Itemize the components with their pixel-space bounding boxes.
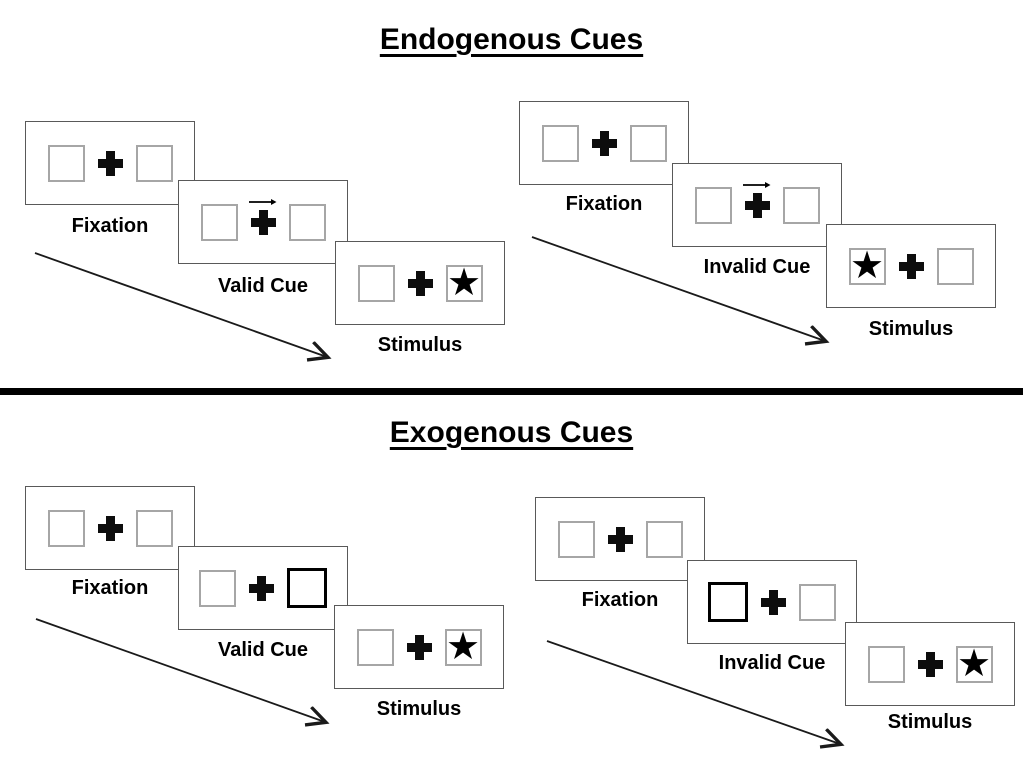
fixation-cross-wrap xyxy=(743,181,771,218)
left-placeholder-box xyxy=(47,509,85,547)
right-placeholder-box xyxy=(135,144,173,182)
cue-screen-panel xyxy=(672,163,842,247)
fixation-cross-icon xyxy=(406,634,432,660)
panel-label: Fixation xyxy=(71,215,149,237)
star-stimulus-icon: ★ xyxy=(446,260,482,304)
cue-screen-panel xyxy=(178,180,348,264)
right-placeholder-box xyxy=(135,509,173,547)
panel-label: Stimulus xyxy=(376,698,462,720)
cue-screen-panel xyxy=(687,560,857,644)
fixation-cross-icon xyxy=(250,209,276,235)
fixation-cross-wrap xyxy=(249,575,274,601)
right-placeholder-box: ★ xyxy=(444,624,482,668)
timeline-arrow xyxy=(531,236,825,341)
left-placeholder-box xyxy=(541,124,579,162)
star-stimulus-icon: ★ xyxy=(956,641,992,685)
fixation-cross-wrap xyxy=(917,651,943,677)
fixation-cross-icon xyxy=(97,150,123,176)
cue-arrow-icon xyxy=(249,198,277,205)
left-placeholder-box xyxy=(357,264,395,302)
left-placeholder-box xyxy=(356,628,394,666)
fixation-cross-wrap xyxy=(761,589,786,615)
panel-label: Valid Cue xyxy=(217,275,309,297)
fixation-cross-icon xyxy=(407,270,433,296)
right-cue-highlight-box xyxy=(287,568,327,608)
fixation-cross-wrap xyxy=(607,526,633,552)
panel-label: Fixation xyxy=(565,193,643,215)
star-stimulus-icon: ★ xyxy=(849,243,885,287)
panel-label: Stimulus xyxy=(887,711,973,733)
section-title-exogenous: Exogenous Cues xyxy=(0,416,1023,450)
left-placeholder-box xyxy=(200,203,238,241)
section-divider xyxy=(0,388,1023,395)
stimulus-screen-panel: ★ xyxy=(826,224,996,308)
cue-screen-panel xyxy=(178,546,348,630)
fixation-cross-wrap xyxy=(97,150,123,176)
fixation-cross-icon xyxy=(591,130,617,156)
fixation-cross-icon xyxy=(744,192,770,218)
fixation-screen-panel xyxy=(535,497,705,581)
right-placeholder-box xyxy=(936,247,974,285)
fixation-screen-panel xyxy=(25,486,195,570)
right-placeholder-box xyxy=(288,203,326,241)
fixation-screen-panel xyxy=(519,101,689,185)
fixation-cross-icon xyxy=(97,515,123,541)
right-placeholder-box xyxy=(782,186,820,224)
left-placeholder-box xyxy=(199,569,236,607)
right-placeholder-box: ★ xyxy=(955,641,993,685)
timeline-arrow xyxy=(34,252,327,357)
section-title-text: Exogenous Cues xyxy=(389,416,634,449)
fixation-cross-icon xyxy=(917,651,943,677)
right-placeholder-box: ★ xyxy=(445,260,483,304)
right-placeholder-box xyxy=(629,124,667,162)
fixation-cross-wrap xyxy=(249,198,277,235)
left-cue-highlight-box xyxy=(708,582,748,622)
left-placeholder-box: ★ xyxy=(848,243,886,287)
right-placeholder-box xyxy=(799,583,836,621)
fixation-cross-wrap xyxy=(407,270,433,296)
section-title-endogenous: Endogenous Cues xyxy=(0,23,1023,57)
fixation-cross-wrap xyxy=(591,130,617,156)
fixation-cross-icon xyxy=(761,589,786,615)
left-placeholder-box xyxy=(557,520,595,558)
fixation-screen-panel xyxy=(25,121,195,205)
star-stimulus-icon: ★ xyxy=(445,624,481,668)
panel-label: Invalid Cue xyxy=(703,256,811,278)
panel-label: Stimulus xyxy=(377,334,463,356)
fixation-cross-icon xyxy=(607,526,633,552)
panel-label: Invalid Cue xyxy=(718,652,826,674)
left-placeholder-box xyxy=(867,645,905,683)
fixation-cross-wrap xyxy=(406,634,432,660)
stimulus-screen-panel: ★ xyxy=(845,622,1015,706)
panel-label: Stimulus xyxy=(868,318,954,340)
stimulus-screen-panel: ★ xyxy=(334,605,504,689)
stimulus-screen-panel: ★ xyxy=(335,241,505,325)
fixation-cross-icon xyxy=(249,575,274,601)
timeline-arrow xyxy=(546,640,840,744)
fixation-cross-wrap xyxy=(97,515,123,541)
fixation-cross-wrap xyxy=(898,253,924,279)
cue-arrow-icon xyxy=(743,181,771,188)
left-placeholder-box xyxy=(694,186,732,224)
fixation-cross-icon xyxy=(898,253,924,279)
left-placeholder-box xyxy=(47,144,85,182)
right-placeholder-box xyxy=(645,520,683,558)
panel-label: Fixation xyxy=(71,577,149,599)
section-title-text: Endogenous Cues xyxy=(379,23,644,56)
panel-label: Valid Cue xyxy=(217,639,309,661)
timeline-arrow xyxy=(35,618,325,722)
panel-label: Fixation xyxy=(581,589,659,611)
